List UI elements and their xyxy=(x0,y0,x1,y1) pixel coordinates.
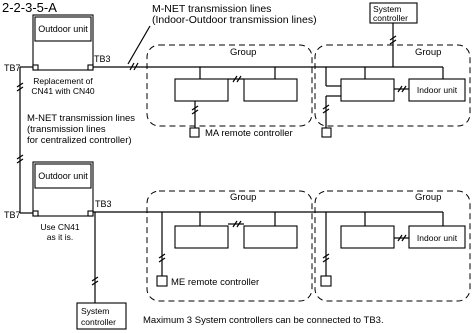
indoor-unit-bottom-2a xyxy=(340,225,395,249)
terminal-tb7-bottom: TB7 xyxy=(4,210,21,220)
me-remote-controller xyxy=(156,275,168,287)
group-top-1 xyxy=(146,44,313,127)
indoor-unit-label-bottom: Indoor unit xyxy=(417,233,458,243)
group-top-2-label: Group xyxy=(415,47,441,58)
indoor-unit-top-1b xyxy=(243,78,298,102)
terminal-tb3-bottom: TB3 xyxy=(95,199,112,209)
group-bottom-2-label: Group xyxy=(415,192,441,203)
use-note-line1: Use CN41 xyxy=(40,222,79,232)
me-remote-label: ME remote controller xyxy=(171,277,259,288)
indoor-unit-top-2a xyxy=(340,78,395,102)
mnet-label-line2: (Indoor-Outdoor transmission lines) xyxy=(152,14,317,26)
system-controller-top: System controller xyxy=(369,2,418,24)
mnet-label-leader xyxy=(127,25,151,65)
ma-remote-label: MA remote controller xyxy=(205,128,293,139)
outdoor-unit-label-bottom: Outdoor unit xyxy=(38,171,88,181)
group-top-1-label: Group xyxy=(230,47,256,58)
use-note-line2: as it is. xyxy=(47,232,73,242)
ma-remote-controller-2 xyxy=(321,127,332,138)
replacement-note-line1: Replacement of xyxy=(33,76,93,86)
group-top-2 xyxy=(314,44,471,127)
ma-remote-controller xyxy=(189,127,200,138)
footer-note: Maximum 3 System controllers can be conn… xyxy=(143,315,384,326)
outdoor-unit-top: Outdoor unit xyxy=(32,14,94,71)
system-controller-line1: System xyxy=(373,4,401,14)
group-bottom-1-label: Group xyxy=(230,192,256,203)
system-controller-bottom-line2: controller xyxy=(81,317,116,327)
terminal-tb7-top: TB7 xyxy=(4,63,21,73)
header-fragment: 2-2-3-5-A xyxy=(2,0,57,15)
outdoor-unit-label: Outdoor unit xyxy=(38,24,88,34)
replacement-note-line2: CN41 with CN40 xyxy=(31,86,95,96)
indoor-unit-bottom-2b xyxy=(408,225,466,249)
centralized-label-line2: (transmission lines xyxy=(27,124,106,135)
outdoor-unit-bottom: Outdoor unit xyxy=(32,161,94,217)
group-bottom-1 xyxy=(146,190,313,302)
group-bottom-2 xyxy=(314,190,471,302)
system-controller-bottom-line1: System xyxy=(81,306,109,316)
centralized-label-line1: M-NET transmission lines xyxy=(27,113,135,124)
indoor-unit-bottom-1b xyxy=(243,225,298,249)
indoor-unit-bottom-1a xyxy=(174,225,229,249)
indoor-unit-top-2b xyxy=(408,78,466,102)
mnet-label-line1: M-NET transmission lines xyxy=(152,3,271,15)
centralized-label-line3: for centralized controller) xyxy=(27,135,132,146)
terminal-tb3-top: TB3 xyxy=(94,54,111,64)
indoor-unit-top-1a xyxy=(174,78,229,102)
indoor-unit-label-top: Indoor unit xyxy=(417,85,458,95)
system-controller-line2: controller xyxy=(373,13,408,23)
me-remote-controller-2 xyxy=(320,275,332,287)
system-controller-bottom: System controller xyxy=(76,302,127,330)
